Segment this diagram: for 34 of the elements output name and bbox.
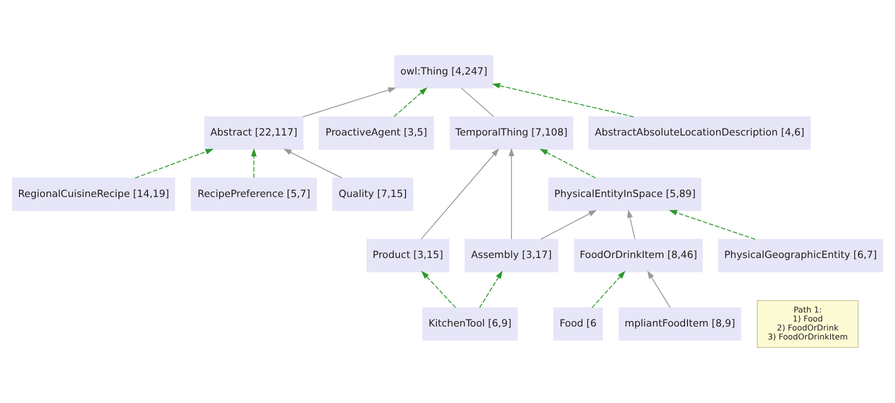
arrow — [283, 148, 342, 178]
arrow — [627, 210, 636, 240]
node-box: Quality [7,15] — [332, 178, 414, 211]
node-box: KitchenTool [6,9] — [422, 307, 518, 341]
arrow — [508, 148, 514, 240]
arrow — [134, 148, 214, 178]
arrow — [540, 148, 596, 178]
node-box: FoodOrDrinkItem [8,46] — [574, 238, 703, 272]
node-box: PhysicalEntityInSpace [5,89] — [548, 178, 702, 211]
node-box: Product [3,15] — [366, 238, 450, 272]
arrow — [647, 270, 671, 308]
node-box: Abstract [22,117] — [204, 116, 304, 150]
node-box: RegionalCuisineRecipe [14,19] — [12, 178, 176, 211]
node-box: TemporalThing [7,108] — [450, 116, 574, 150]
arrow — [592, 270, 626, 308]
node-box: mpliantFoodItem [8,9] — [618, 307, 742, 341]
node-box: Path 1: 1) Food 2) FoodOrDrink 3) FoodOrDrinkItem — [756, 300, 859, 348]
node-box: PhysicalGeographicEntity [6,7] — [718, 238, 883, 272]
arrow — [251, 148, 257, 178]
arrow — [421, 270, 456, 308]
node-box: owl:Thing [4,247] — [394, 55, 494, 88]
connector — [461, 88, 494, 117]
node-box: AbstractAbsoluteLocationDescription [4,6] — [588, 116, 811, 150]
arrow — [540, 210, 597, 240]
arrow — [492, 82, 634, 118]
arrow — [479, 270, 503, 308]
arrow — [302, 87, 396, 118]
node-box: Food [6 — [553, 307, 603, 341]
arrow — [668, 210, 756, 240]
node-box: ProactiveAgent [3,5] — [318, 116, 434, 150]
arrow — [394, 87, 428, 117]
node-box: Assembly [3,17] — [464, 238, 558, 272]
arrow — [420, 148, 500, 240]
node-box: RecipePreference [5,7] — [190, 178, 317, 211]
